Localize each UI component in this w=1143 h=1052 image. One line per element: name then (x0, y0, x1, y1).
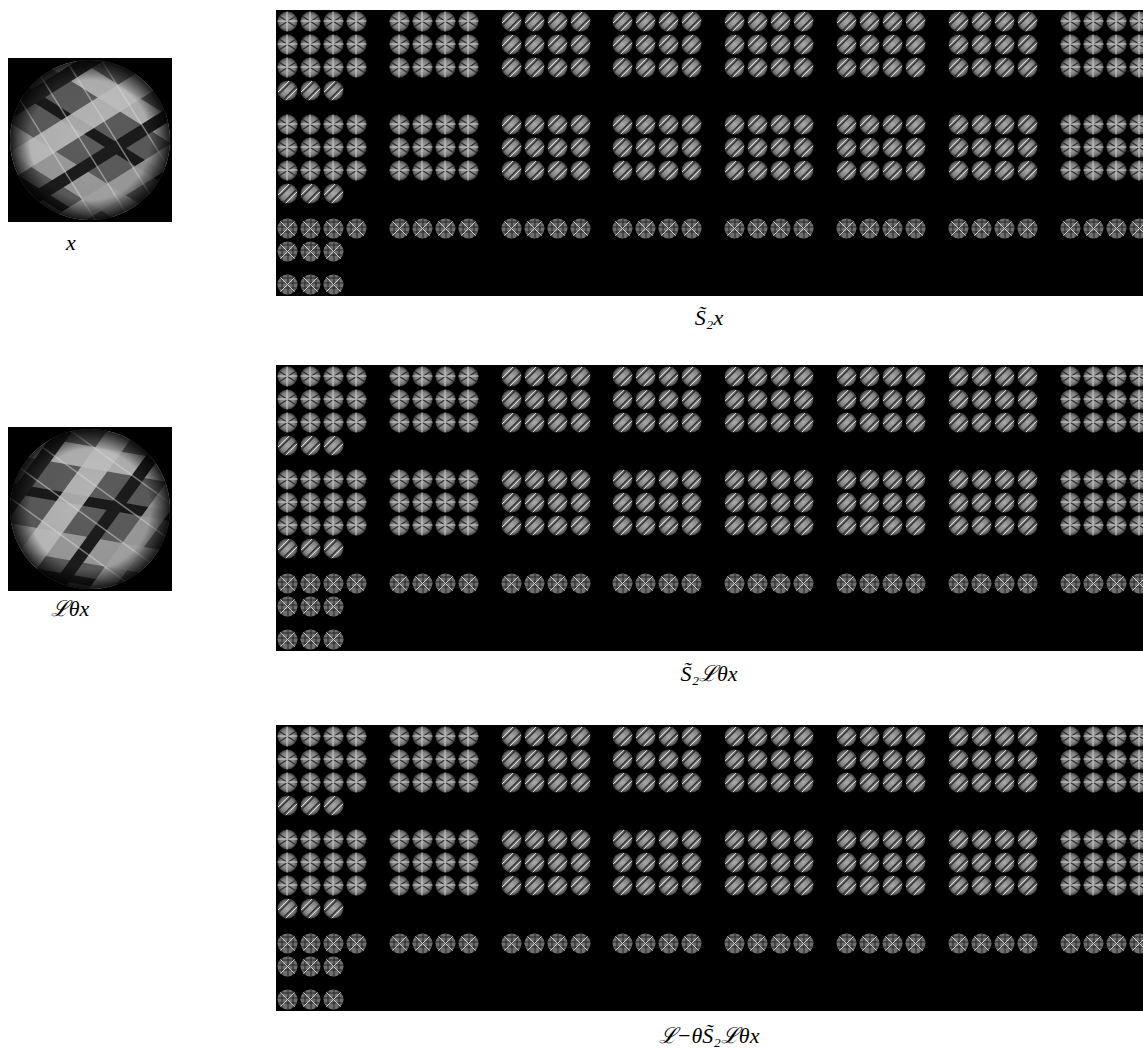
math-label: ℒθx (51, 596, 90, 622)
math-label: x (66, 230, 76, 256)
coefficient-panel (276, 725, 1143, 1011)
input-image (0, 0, 259, 288)
rotated-image (0, 310, 302, 707)
coefficient-panel (276, 10, 1143, 296)
math-label: S̃₂ℒθx (680, 661, 737, 687)
math-label: S̃₂x (695, 305, 723, 331)
coefficient-panel (276, 365, 1143, 651)
math-label: ℒ−θS̃₂ℒθx (659, 1023, 760, 1049)
